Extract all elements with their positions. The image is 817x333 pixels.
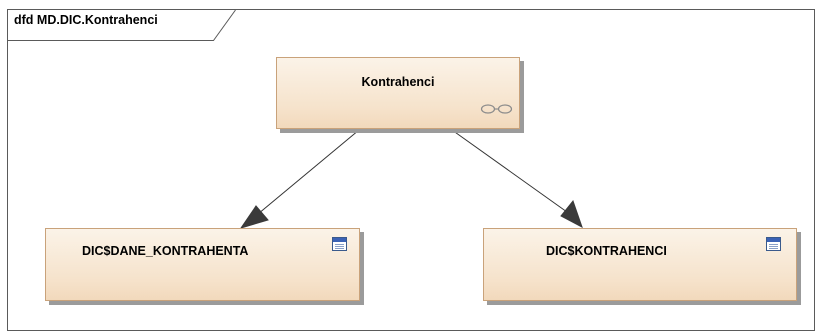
node-dic-dane-kontrahenta-label: DIC$DANE_KONTRAHENTA [82, 244, 249, 258]
link-icon [480, 104, 513, 114]
diagram-frame: dfd MD.DIC.Kontrahenci [7, 9, 815, 331]
node-kontrahenci-label: Kontrahenci [361, 75, 435, 89]
node-dic-kontrahenci[interactable]: DIC$KONTRAHENCI [483, 228, 797, 301]
frame-title: dfd MD.DIC.Kontrahenci [14, 13, 158, 27]
node-dic-dane-kontrahenta[interactable]: DIC$DANE_KONTRAHENTA [45, 228, 360, 301]
table-icon [766, 237, 781, 251]
frame-tab [8, 10, 236, 41]
node-kontrahenci[interactable]: Kontrahenci [276, 57, 520, 129]
node-dic-kontrahenci-label: DIC$KONTRAHENCI [546, 244, 667, 258]
table-icon [332, 237, 347, 251]
